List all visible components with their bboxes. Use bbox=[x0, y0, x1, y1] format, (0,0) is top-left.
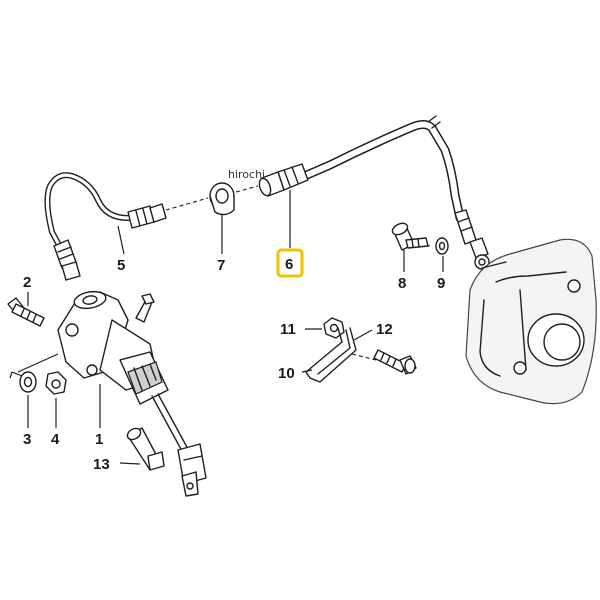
callout-6: 6 bbox=[285, 256, 293, 273]
cylinder-part-1 bbox=[57, 290, 195, 463]
hose-lower-fitting bbox=[454, 209, 490, 270]
callout-6-highlight bbox=[276, 248, 304, 278]
callout-9: 9 bbox=[437, 275, 445, 292]
nut-part-4 bbox=[45, 371, 67, 395]
bolt-part-8 bbox=[391, 222, 429, 251]
callout-13: 13 bbox=[93, 456, 110, 473]
callout-11: 11 bbox=[280, 321, 296, 338]
callout-7: 7 bbox=[217, 257, 225, 274]
bracket-part-13 bbox=[126, 427, 165, 471]
callout-3: 3 bbox=[23, 431, 31, 448]
callout-5: 5 bbox=[117, 257, 125, 274]
grommet-part-7 bbox=[209, 182, 235, 216]
clevis bbox=[177, 443, 207, 497]
callout-10: 10 bbox=[278, 365, 295, 382]
washer-part-9 bbox=[435, 237, 449, 255]
leader-lines bbox=[17, 190, 444, 465]
callout-4: 4 bbox=[51, 431, 60, 448]
clip-part-10 bbox=[305, 327, 357, 383]
callout-1: 1 bbox=[95, 431, 103, 448]
pipe-part-5 bbox=[44, 172, 167, 281]
hose-fitting-part-6 bbox=[258, 163, 309, 197]
washer-part-3 bbox=[19, 371, 37, 393]
bolt-part-2 bbox=[7, 297, 45, 327]
bolt-part-12 bbox=[373, 349, 417, 375]
callout-2: 2 bbox=[23, 274, 31, 291]
caliper-housing bbox=[465, 238, 597, 405]
watermark-text: hirochi bbox=[228, 168, 265, 181]
callout-8: 8 bbox=[398, 275, 406, 292]
callout-12: 12 bbox=[376, 321, 393, 338]
hydraulic-hose bbox=[295, 115, 465, 223]
nut-part-11 bbox=[323, 317, 345, 339]
